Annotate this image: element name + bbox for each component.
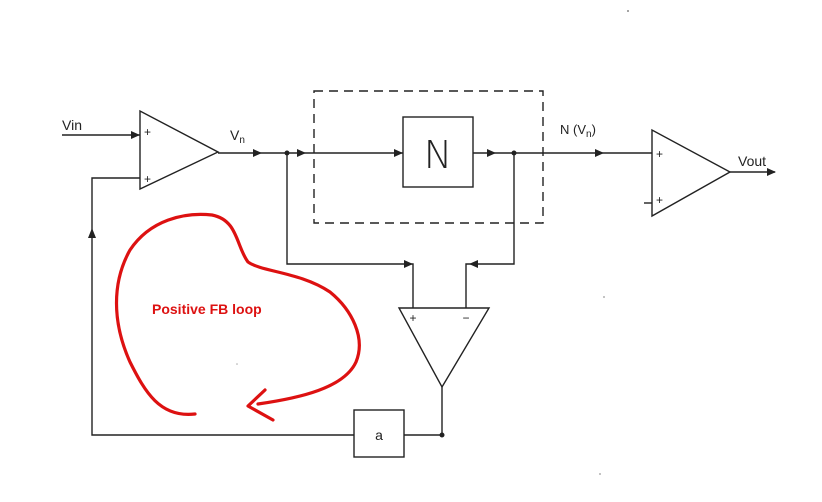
output-amp-plus-bottom: +: [656, 193, 663, 207]
diff-minus-arrow: [469, 260, 478, 268]
input-amp-plus-top: +: [144, 125, 151, 139]
difference-amplifier: [397, 307, 491, 389]
output-amplifier: [651, 128, 732, 218]
diff-plus-wire: [286, 153, 414, 308]
scan-speck: [627, 10, 629, 12]
feedback-loop-arrowhead: [246, 388, 275, 422]
diff-plus-arrow: [404, 260, 413, 268]
scan-speck: [236, 363, 238, 365]
feedback-arrow: [88, 228, 96, 238]
nvn-arrow-2: [595, 149, 604, 157]
input-amplifier: [139, 109, 220, 191]
gain-block-label: a: [375, 427, 383, 443]
input-amp-plus-bottom: +: [144, 172, 151, 186]
vn-arrow-1: [253, 149, 262, 157]
diff-out-junction: [439, 432, 445, 438]
nvn-label: N (Vn): [560, 122, 596, 140]
feedback-wire: [91, 177, 354, 436]
diff-amp-plus: +: [409, 311, 416, 325]
vout-arrowhead: [767, 168, 776, 176]
output-amp-plus-top: +: [656, 147, 663, 161]
feedback-loop-annotation: [115, 212, 361, 416]
diff-out-wire: [404, 387, 443, 436]
gain-block: [353, 409, 405, 458]
nvn-arrow-1: [487, 149, 496, 157]
scan-speck: [599, 473, 601, 475]
vout-label: Vout: [738, 153, 766, 169]
vn-label: Vn: [230, 127, 245, 146]
nonlinear-block-label: N: [424, 133, 452, 177]
feedback-loop-label: Positive FB loop: [152, 301, 262, 317]
diff-minus-wire: [465, 153, 515, 308]
nonlinear-block: [402, 116, 474, 188]
vn-arrow-3: [394, 149, 403, 157]
vin-arrowhead: [131, 131, 140, 139]
vin-label: Vin: [62, 117, 82, 133]
diff-amp-minus: −: [462, 311, 469, 325]
scan-speck: [603, 296, 605, 298]
vn-arrow-2: [297, 149, 306, 157]
